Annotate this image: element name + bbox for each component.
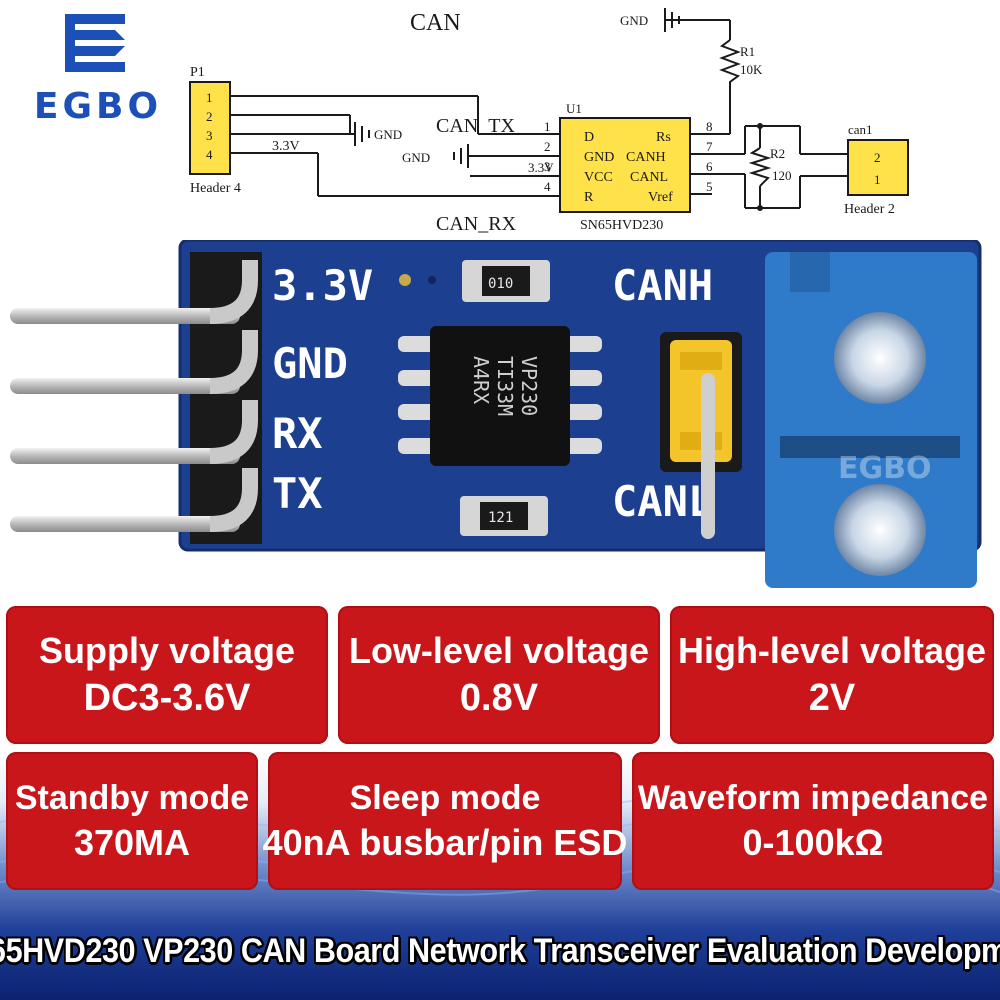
egbo-logo: EGBO	[8, 10, 188, 127]
u1-pin-num-6: 6	[706, 159, 713, 174]
spec-value: 0.8V	[459, 676, 539, 719]
can-schematic: CAN P1 1 2 3 4 Header 4 3.3V GND CAN_TX …	[189, 8, 909, 235]
p1-pin-1: 1	[206, 90, 213, 105]
r2-value: 120	[772, 168, 792, 183]
can1-ref: can1	[848, 122, 873, 137]
r1-ref: R1	[740, 44, 755, 59]
spec-card-supply-voltage: Supply voltage DC3-3.6V	[6, 606, 328, 744]
brand-name: EGBO	[33, 86, 163, 127]
u1-ref: U1	[566, 101, 582, 116]
pin-label-rx: RX	[272, 409, 323, 458]
u1-pin-name-5: Vref	[648, 190, 673, 205]
pin-header	[10, 252, 262, 544]
screw-terminal[interactable]: EGBO	[765, 252, 977, 588]
u1-pin-name-7: CANH	[626, 150, 666, 165]
chip-marking-2: TI33M	[493, 356, 517, 416]
label-canl: CANL	[612, 477, 713, 526]
spec-value: 0-100kΩ	[742, 821, 884, 863]
spec-card-sleep-mode: Sleep mode 40nA busbar/pin ESD	[263, 752, 627, 890]
r2-ref: R2	[770, 146, 785, 161]
sn65hvd230-chip: VP230 TI33M A4RX	[398, 326, 602, 466]
u1-pin-num-7: 7	[706, 139, 713, 154]
spec-title: Sleep mode	[349, 778, 541, 817]
spec-card-waveform-impedance: Waveform impedance 0-100kΩ	[632, 752, 994, 890]
product-title: SN65HVD230 VP230 CAN Board Network Trans…	[0, 931, 1000, 970]
spec-title: Standby mode	[14, 778, 250, 817]
u1-pin-num-1: 1	[544, 119, 551, 134]
spec-value: DC3-3.6V	[83, 676, 251, 719]
net-can-rx: CAN_RX	[436, 213, 517, 235]
p1-footprint: Header 4	[190, 181, 241, 196]
chip-marking-1: VP230	[517, 356, 541, 416]
can-board-photo: 3.3V GND RX TX 010 VP230 TI33M A4RX	[10, 240, 982, 588]
can1-pin-2: 2	[874, 150, 881, 165]
spec-value: 2V	[808, 676, 856, 719]
net-gnd-r1: GND	[620, 13, 648, 28]
u1-pin-name-2: GND	[584, 150, 614, 165]
u1-pin-name-6: CANL	[630, 170, 668, 185]
screw-canl[interactable]	[834, 484, 926, 576]
pin-label-gnd: GND	[272, 339, 348, 388]
r1-value: 10K	[740, 62, 763, 77]
p1-pin-3: 3	[206, 128, 213, 143]
spec-title: High-level voltage	[677, 629, 987, 671]
u1-pin-num-2: 2	[544, 139, 551, 154]
net-3v3-u1: 3.3V	[528, 160, 554, 175]
product-title-banner: SN65HVD230 VP230 CAN Board Network Trans…	[0, 902, 1000, 1000]
net-gnd-p1: GND	[374, 127, 402, 142]
u1-pin-num-8: 8	[706, 119, 713, 134]
egbo-logo-mark	[65, 14, 125, 72]
u1-pin-num-5: 5	[706, 179, 713, 194]
board-watermark: EGBO	[838, 451, 932, 486]
resistor-bottom: 121	[460, 496, 548, 536]
spec-card-low-level-voltage: Low-level voltage 0.8V	[338, 606, 660, 744]
u1-pin-num-4: 4	[544, 179, 551, 194]
spec-card-high-level-voltage: High-level voltage 2V	[670, 606, 994, 744]
u1-pin-name-1: D	[584, 130, 594, 145]
u1-pin-num-3: 3	[544, 159, 551, 174]
spec-title: Low-level voltage	[348, 629, 650, 671]
pin-label-3v3: 3.3V	[272, 261, 373, 310]
u1-pin-name-3: VCC	[584, 170, 613, 185]
u1-pin-name-8: Rs	[656, 130, 671, 145]
can1-footprint: Header 2	[844, 202, 895, 217]
screw-canh[interactable]	[834, 312, 926, 404]
termination-jumper[interactable]	[660, 332, 742, 539]
spec-title: Waveform impedance	[637, 778, 989, 817]
p1-pin-2: 2	[206, 109, 213, 124]
spec-value: 370MA	[73, 821, 191, 863]
u1-part: SN65HVD230	[580, 218, 663, 233]
resistor-top: 010	[462, 260, 550, 302]
spec-value: 40nA busbar/pin ESD	[262, 821, 628, 863]
spec-card-standby-mode: Standby mode 370MA	[6, 752, 258, 890]
net-gnd-u1: GND	[402, 150, 430, 165]
spec-title: Supply voltage	[38, 629, 296, 671]
can1-pin-1: 1	[874, 172, 881, 187]
net-3v3-p1: 3.3V	[272, 139, 300, 154]
resistor-bottom-code: 121	[488, 510, 513, 526]
net-can-tx: CAN_TX	[436, 115, 515, 137]
chip-marking-3: A4RX	[469, 356, 493, 404]
label-canh: CANH	[612, 261, 713, 310]
pin-label-tx: TX	[272, 469, 323, 518]
p1-pin-4: 4	[206, 147, 213, 162]
resistor-top-code: 010	[488, 276, 513, 292]
schematic-title: CAN	[410, 10, 461, 36]
p1-ref: P1	[190, 65, 205, 80]
u1-pin-name-4: R	[584, 190, 594, 205]
